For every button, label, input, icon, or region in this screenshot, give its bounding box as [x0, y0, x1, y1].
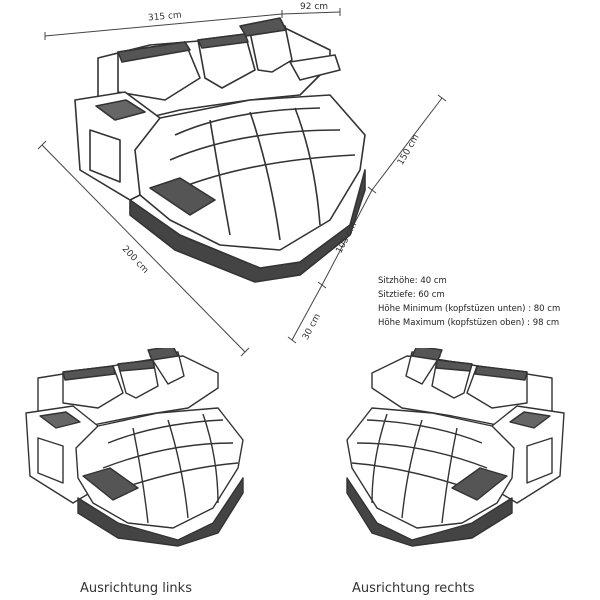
- caption-left: Ausrichtung links: [80, 581, 192, 596]
- spec-height-min: Höhe Minimum (kopfstüzen unten) : 80 cm: [378, 304, 561, 314]
- spec-height-max: Höhe Maximum (kopfstüzen oben) : 98 cm: [378, 318, 560, 328]
- dim-width-short: 92 cm: [300, 2, 329, 12]
- sofa-right-orientation: [346, 348, 565, 547]
- caption-right: Ausrichtung rechts: [352, 581, 475, 596]
- spec-list: Sitzhöhe: 40 cm Sitztiefe: 60 cm Höhe Mi…: [378, 274, 560, 330]
- sofa-left-orientation: [25, 348, 244, 547]
- spec-seat-height: Sitzhöhe: 40 cm: [378, 276, 447, 286]
- spec-seat-depth: Sitztiefe: 60 cm: [378, 290, 445, 300]
